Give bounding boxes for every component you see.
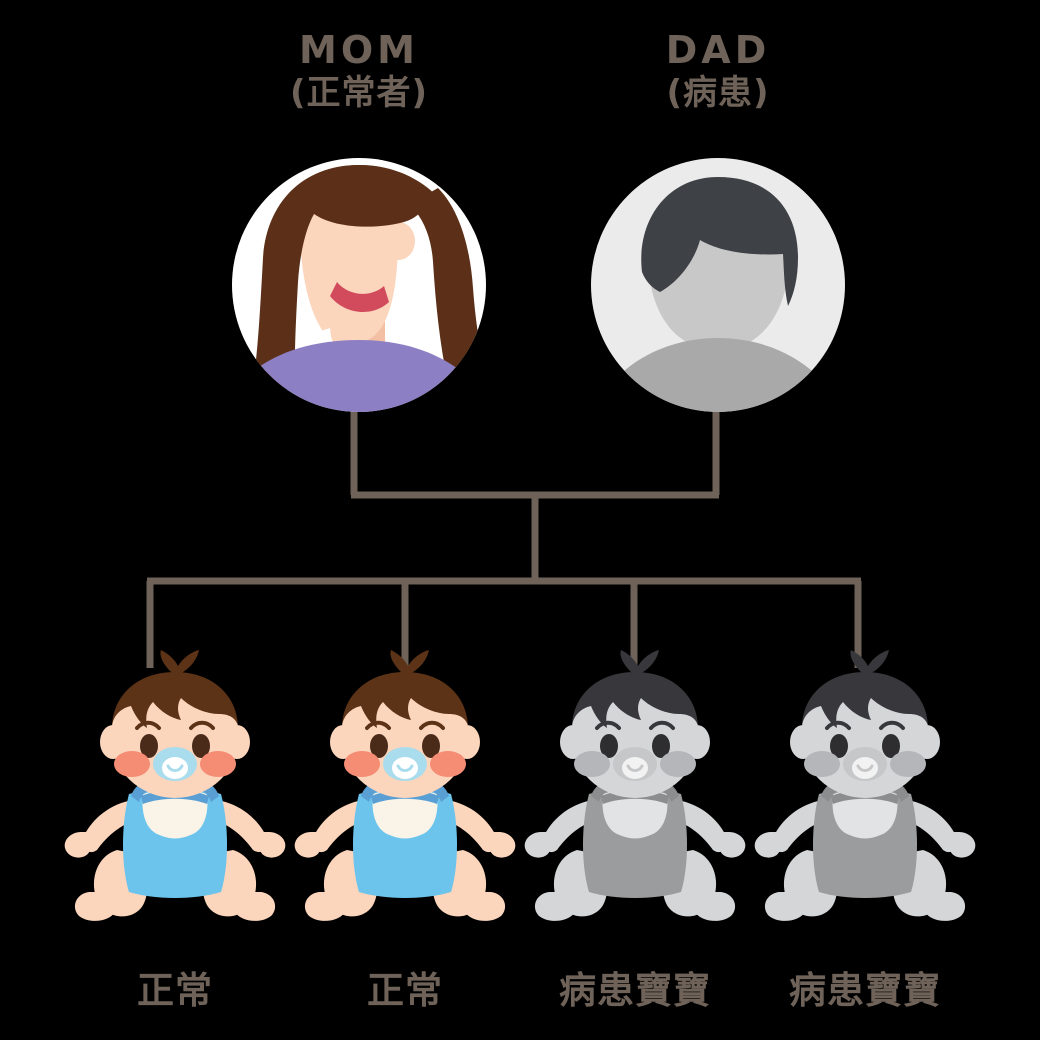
- baby-cowlick: [850, 650, 889, 674]
- baby-cowlick: [620, 650, 659, 674]
- mother-necklace: [330, 282, 389, 313]
- baby-arm-left: [82, 800, 137, 853]
- baby-eye-left: [370, 734, 388, 758]
- baby-blush-right: [430, 751, 466, 777]
- baby-foot-left: [304, 892, 347, 921]
- baby-arm-right: [213, 800, 268, 853]
- baby-bib: [142, 789, 208, 839]
- baby-blush-left: [574, 751, 610, 777]
- baby-cowlick: [390, 650, 429, 674]
- baby-hair: [342, 672, 468, 728]
- baby-eye-left: [600, 734, 618, 758]
- baby-eyebrow-left: [365, 720, 391, 730]
- baby-figure-1[interactable]: [64, 650, 286, 921]
- baby-pacifier-smile: [856, 764, 874, 772]
- baby-figure-3[interactable]: [524, 650, 746, 921]
- baby-body-group: [754, 779, 976, 921]
- baby-hand-left: [524, 832, 552, 858]
- baby-bib: [372, 789, 438, 839]
- baby-foot-left: [74, 892, 117, 921]
- father-avatar[interactable]: [584, 158, 852, 560]
- baby-pacifier-smile: [626, 764, 644, 772]
- mother-shirt: [232, 340, 486, 412]
- baby-body-group: [294, 779, 516, 921]
- baby-foot-right: [693, 892, 736, 921]
- baby-head-group: [330, 650, 480, 798]
- baby-body-group: [64, 779, 286, 921]
- baby-hair: [802, 672, 928, 728]
- baby-foot-left: [764, 892, 807, 921]
- baby-figure-2[interactable]: [294, 650, 516, 921]
- baby-arm-left: [542, 800, 597, 853]
- mother-avatar[interactable]: [218, 158, 500, 540]
- baby-head-group: [790, 650, 940, 798]
- baby-arm-right: [443, 800, 498, 853]
- baby-eye-left: [830, 734, 848, 758]
- baby-foot-left: [534, 892, 577, 921]
- baby-hand-right: [258, 832, 286, 858]
- baby-head-group: [560, 650, 710, 798]
- baby-eyebrow-right: [649, 720, 675, 730]
- baby-blush-right: [200, 751, 236, 777]
- baby-eyebrow-left: [595, 720, 621, 730]
- baby-eyebrow-left: [135, 720, 161, 730]
- baby-foot-right: [923, 892, 966, 921]
- baby-pacifier-smile: [396, 764, 414, 772]
- baby-eye-left: [140, 734, 158, 758]
- mother-hair-back: [252, 165, 486, 400]
- baby-pacifier-smile: [166, 764, 184, 772]
- baby-blush-left: [804, 751, 840, 777]
- baby-blush-left: [114, 751, 150, 777]
- baby-arm-left: [312, 800, 367, 853]
- baby-arm-right: [903, 800, 958, 853]
- baby-pacifier-center: [162, 757, 188, 779]
- baby-figure-4[interactable]: [754, 650, 976, 921]
- baby-hair: [572, 672, 698, 728]
- baby-hand-left: [64, 832, 92, 858]
- baby-eye-right: [652, 734, 670, 758]
- baby-foot-right: [463, 892, 506, 921]
- baby-hand-right: [948, 832, 976, 858]
- baby-hand-left: [294, 832, 322, 858]
- baby-arm-right: [673, 800, 728, 853]
- baby-hand-left: [754, 832, 782, 858]
- baby-pacifier-center: [852, 757, 878, 779]
- baby-eye-right: [422, 734, 440, 758]
- baby-blush-right: [660, 751, 696, 777]
- baby-eyebrow-left: [825, 720, 851, 730]
- baby-eyebrow-right: [189, 720, 215, 730]
- baby-eye-right: [192, 734, 210, 758]
- baby-arm-left: [772, 800, 827, 853]
- father-hair: [641, 177, 798, 306]
- baby-blush-right: [890, 751, 926, 777]
- baby-blush-left: [344, 751, 380, 777]
- baby-hand-right: [718, 832, 746, 858]
- baby-body-group: [524, 779, 746, 921]
- connector-lines: [146, 404, 862, 668]
- baby-eyebrow-right: [419, 720, 445, 730]
- baby-bib: [832, 789, 898, 839]
- baby-pacifier-center: [622, 757, 648, 779]
- baby-pacifier-center: [392, 757, 418, 779]
- baby-cowlick: [160, 650, 199, 674]
- baby-eye-right: [882, 734, 900, 758]
- mother-hair-front: [252, 165, 428, 392]
- baby-foot-right: [233, 892, 276, 921]
- baby-bib: [602, 789, 668, 839]
- baby-hand-right: [488, 832, 516, 858]
- baby-hair: [112, 672, 238, 728]
- baby-head-group: [100, 650, 250, 798]
- baby-eyebrow-right: [879, 720, 905, 730]
